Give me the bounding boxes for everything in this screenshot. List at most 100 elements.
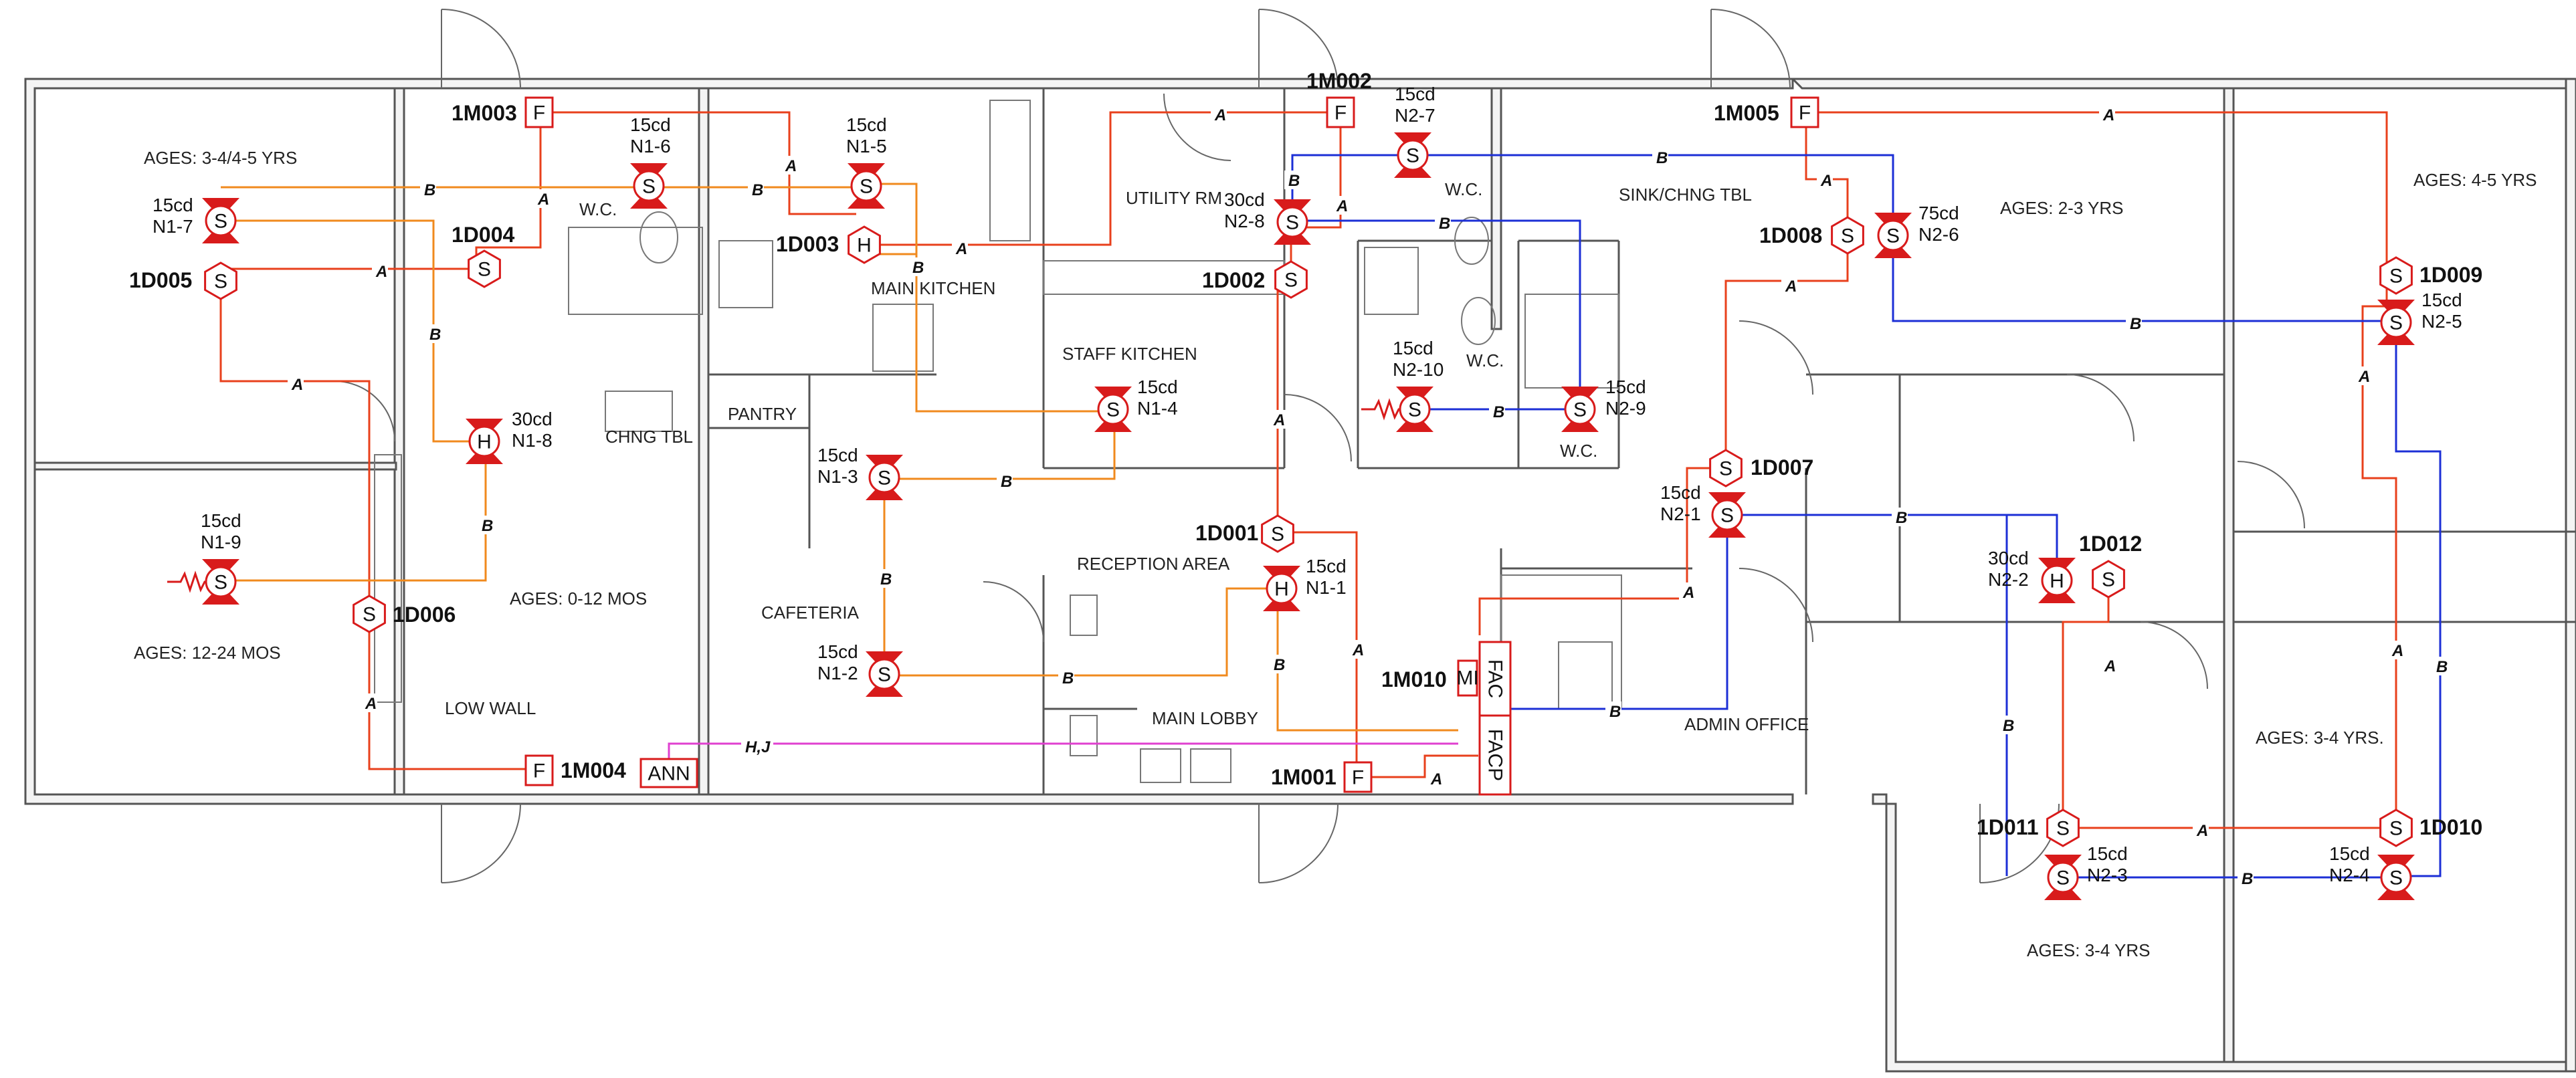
device-label-d001: 1D001 xyxy=(1195,521,1258,545)
wire-label-bg xyxy=(1284,171,1300,189)
horn-strobe-n26-outline xyxy=(1877,219,1909,251)
horn-strobe-n19-strobe-flash xyxy=(167,570,206,593)
wire-circuit-B-n1 xyxy=(221,461,487,582)
wire-label-a: A xyxy=(291,376,303,394)
wire-circuit-A xyxy=(1290,124,1342,280)
wire-label-a: A xyxy=(1785,278,1797,296)
horn-strobe-n17-outline xyxy=(205,205,237,237)
strobe-id-n28: N2-8 xyxy=(1224,211,1265,231)
horn-strobe-n17-symbol: S xyxy=(214,211,227,233)
wire-label-bg xyxy=(2099,105,2115,124)
wire-label-b: B xyxy=(1609,703,1621,721)
pull-station-1m004: F xyxy=(524,754,554,786)
horn-strobe-n15-outline xyxy=(850,170,882,202)
device-label-1m010: 1M010 xyxy=(1381,667,1447,691)
wire-label-bg xyxy=(1427,769,1443,788)
wire-label-bg xyxy=(1605,702,1621,720)
wire-label-bg xyxy=(1270,410,1286,429)
wire-circuit-A xyxy=(1817,111,2388,266)
smoke-detector-1d007-symbol: S xyxy=(1719,458,1732,480)
strobe-id-n12: N1-2 xyxy=(817,663,858,683)
horn-strobe-n16-outline xyxy=(633,170,665,202)
device-label-m005: 1M005 xyxy=(1714,101,1779,125)
device-label-d002: 1D002 xyxy=(1202,268,1265,292)
device-label-m001: 1M001 xyxy=(1271,765,1336,789)
strobe-id-n22: N2-2 xyxy=(1988,569,2029,590)
smoke-detector-1d009: S xyxy=(2379,256,2413,295)
wire-label-bg xyxy=(2100,656,2116,675)
device-label-d005: 1D005 xyxy=(129,268,192,292)
horn-strobe-n24: S xyxy=(2377,855,2415,900)
smoke-detector-1d008-symbol: S xyxy=(1841,225,1854,247)
horn-strobe-n210-strobe-flash xyxy=(1361,398,1400,421)
wire-label-b: B xyxy=(2003,717,2014,735)
smoke-detector-1d001-outline xyxy=(1261,514,1294,553)
wire-label-bg xyxy=(876,569,892,588)
wire-circuit-HJ xyxy=(668,742,1458,759)
smoke-detector-1d012: S xyxy=(2092,560,2125,599)
pull-station-1m002-outline xyxy=(1326,96,1355,128)
horn-strobe-n22-outline xyxy=(2041,564,2073,597)
pull-station-1m002: F xyxy=(1326,96,1355,128)
device-label-m004: 1M004 xyxy=(561,758,626,782)
horn-strobe-n29: S xyxy=(1561,387,1599,432)
wire-label-a: A xyxy=(2196,822,2208,840)
horn-strobe-n14: S xyxy=(1094,387,1132,432)
pull-station-1m001-symbol: F xyxy=(1352,767,1364,789)
horn-strobe-n28-symbol: S xyxy=(1286,212,1299,234)
wire-label-bg xyxy=(534,189,550,208)
annunciator: ANN xyxy=(639,758,698,788)
wire-label-bg xyxy=(1211,105,1227,124)
room-main-kitchen: MAIN KITCHEN xyxy=(871,278,995,298)
wire-circuit-B-n2 xyxy=(1292,219,1581,401)
wire-label-bg xyxy=(2355,366,2371,385)
wire-circuit-A xyxy=(1724,235,1849,455)
strobe-cd-n25: 15cd xyxy=(2421,290,2462,310)
smoke-detector-1d002-outline xyxy=(1274,260,1308,299)
smoke-detector-1d009-outline xyxy=(2379,256,2413,295)
device-label-d007: 1D007 xyxy=(1751,455,1813,479)
device-label-m003: 1M003 xyxy=(452,101,517,125)
horn-strobe-n12-outline xyxy=(868,658,900,690)
wire-circuit-B-n1 xyxy=(1276,602,1458,732)
smoke-detector-1d005: S xyxy=(204,261,237,300)
wire-label-bg xyxy=(425,324,441,343)
smoke-detector-1d008: S xyxy=(1831,216,1864,255)
horn-strobe-n15-symbol: S xyxy=(860,176,873,198)
facp-label: FACP xyxy=(1484,729,1506,781)
wire-label-bg xyxy=(361,693,377,712)
smoke-detector-1d001: S xyxy=(1261,514,1294,553)
horn-strobe-n13: S xyxy=(866,455,903,500)
horn-strobe-n27: S xyxy=(1394,132,1431,178)
wire-label-bg xyxy=(2388,641,2404,659)
wire-label-a: A xyxy=(1820,172,1832,190)
smoke-detector-1d007-outline xyxy=(1709,449,1743,488)
wire-label-bg xyxy=(1349,640,1365,659)
horn-strobe-n14-symbol: S xyxy=(1106,399,1120,421)
wire-label-a: A xyxy=(1336,197,1348,215)
heat-detector-1d003-symbol: H xyxy=(857,235,872,257)
strobe-id-n25: N2-5 xyxy=(2421,311,2462,332)
pull-station-1m003: F xyxy=(524,96,554,128)
strobe-cd-n28: 30cd xyxy=(1224,189,1265,210)
room-ages-2-3: AGES: 2-3 YRS xyxy=(2000,198,2124,218)
horn-strobe-n11-symbol: H xyxy=(1274,578,1289,601)
room-main-lobby: MAIN LOBBY xyxy=(1152,708,1258,728)
smoke-detector-1d005-symbol: S xyxy=(214,271,227,293)
horn-strobe-n16: S xyxy=(630,163,668,209)
smoke-detector-1d004-symbol: S xyxy=(478,259,491,281)
heat-detector-1d003: H xyxy=(848,225,881,264)
building-walls xyxy=(24,78,2576,1073)
horn-strobe-n29-outline xyxy=(1564,393,1596,425)
room-labels: AGES: 3-4/4-5 YRS W.C. CHNG TBL AGES: 0-… xyxy=(134,148,2537,960)
wire-label-a: A xyxy=(2358,368,2370,386)
wire-label-bg xyxy=(741,737,773,756)
wire-label-bg xyxy=(1999,716,2015,734)
pull-station-1m004-symbol: F xyxy=(533,760,545,782)
wire-label-bg xyxy=(1058,668,1074,687)
pull-station-1m003-outline xyxy=(524,96,554,128)
wire-label-bg xyxy=(1435,213,1451,232)
heat-detector-1d003-outline xyxy=(848,225,881,264)
horn-strobe-n210-symbol: S xyxy=(1408,399,1421,421)
wire-label-a: A xyxy=(2391,642,2403,660)
